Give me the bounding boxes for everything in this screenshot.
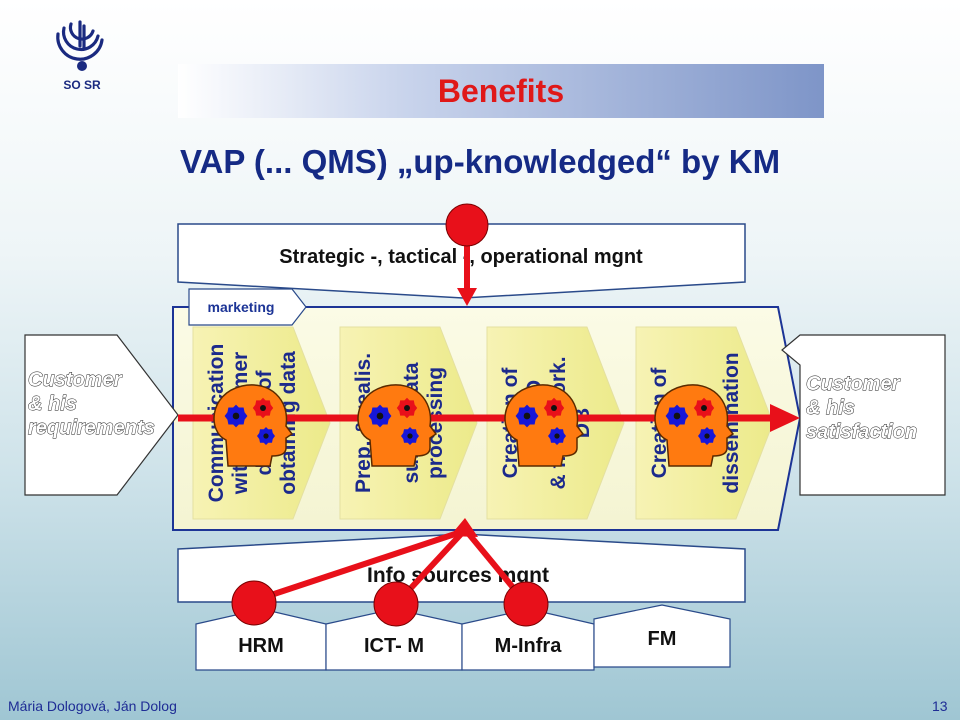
footer-authors: Mária Dologová, Ján Dolog bbox=[8, 698, 177, 714]
process-chevron-text: dissemination bbox=[720, 352, 743, 493]
support-tab-fm bbox=[593, 604, 731, 668]
support-tab-label: ICT- M bbox=[364, 635, 424, 657]
red-dot-icon bbox=[503, 581, 549, 627]
process-chevron-text: obtaining data bbox=[277, 351, 300, 495]
support-tab-label: HRM bbox=[238, 635, 284, 657]
footer-page-number: 13 bbox=[932, 698, 948, 714]
customer-satisfaction-label: Customer bbox=[806, 373, 901, 395]
red-dot-icon bbox=[231, 580, 277, 626]
customer-requirements-box bbox=[24, 334, 179, 496]
hrm-support-arrow bbox=[255, 530, 459, 603]
marketing-label: marketing bbox=[208, 299, 275, 315]
red-dot-icon bbox=[445, 203, 489, 247]
customer-satisfaction-box bbox=[781, 334, 946, 496]
support-tab-label: FM bbox=[648, 628, 677, 650]
customer-satisfaction-label: satisfaction bbox=[806, 421, 917, 443]
support-tab-label: M-Infra bbox=[495, 635, 563, 657]
strategic-management-label: Strategic -, tactical -, operational mgn… bbox=[279, 246, 643, 268]
head-gears-icon bbox=[213, 384, 294, 467]
red-dot-icon bbox=[373, 581, 419, 627]
slide-title: Benefits bbox=[437, 72, 565, 109]
head-gears-icon bbox=[357, 384, 438, 467]
info-sources-label: Info sources mgnt bbox=[367, 564, 549, 587]
customer-requirements-label: requirements bbox=[28, 417, 155, 439]
management-arrowhead bbox=[457, 288, 477, 306]
info-sources-box bbox=[177, 533, 746, 603]
slide-subtitle: VAP (... QMS) „up-knowledged“ by KM bbox=[179, 143, 781, 180]
customer-requirements-label: & his bbox=[28, 393, 77, 415]
value-flow-arrowhead bbox=[770, 404, 800, 432]
head-gears-icon bbox=[654, 384, 735, 467]
strategic-management-box bbox=[177, 223, 746, 299]
support-arrowhead bbox=[450, 518, 478, 537]
head-gears-icon bbox=[504, 384, 585, 467]
org-short-name: SO SR bbox=[63, 78, 101, 92]
customer-requirements-label: Customer bbox=[28, 369, 123, 391]
marketing-tab bbox=[188, 288, 307, 326]
title-bar: Benefits bbox=[178, 64, 824, 118]
customer-satisfaction-label: & his bbox=[806, 397, 855, 419]
so-sr-logo-icon bbox=[56, 20, 104, 71]
